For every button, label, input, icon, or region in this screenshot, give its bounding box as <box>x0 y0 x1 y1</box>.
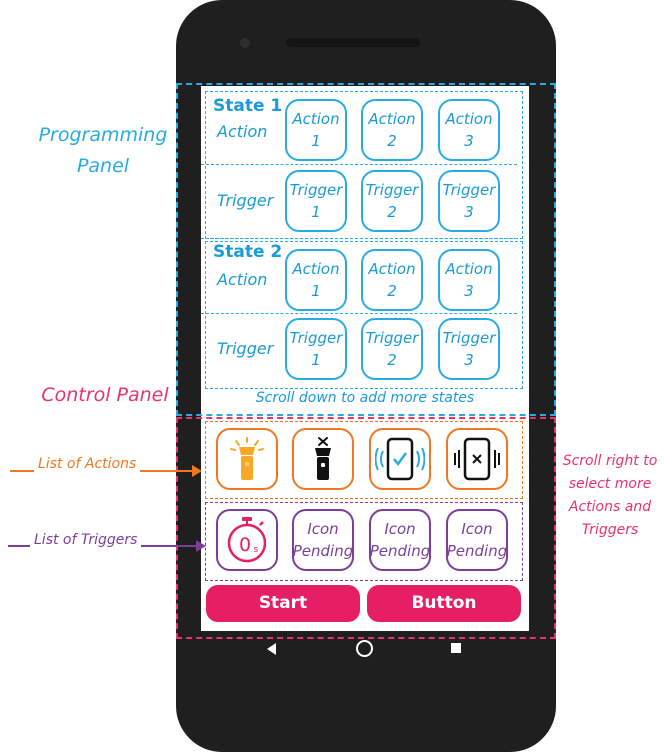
state-1-trigger-slot-3[interactable]: Trigger 3 <box>438 170 500 232</box>
slot-label: Action <box>292 260 340 278</box>
slot-label: Action <box>292 110 340 128</box>
row-divider <box>201 313 517 314</box>
state-1-trigger-slot-1[interactable]: Trigger 1 <box>285 170 347 232</box>
state-2-trigger-slot-3[interactable]: Trigger 3 <box>438 318 500 380</box>
pending-line-1: Icon <box>384 520 416 538</box>
slot-number: 2 <box>387 351 397 369</box>
app-screen: State 1 Action Trigger Action 1 Action 2 A… <box>201 86 529 631</box>
back-icon[interactable] <box>267 643 276 655</box>
slot-number: 1 <box>311 351 321 369</box>
camera-icon <box>240 38 250 48</box>
trigger-tile-pending-2[interactable]: Icon Pending <box>369 509 431 571</box>
slot-label: Trigger <box>365 329 419 347</box>
state-2-action-slot-2[interactable]: Action 2 <box>361 249 423 311</box>
slot-label: Action <box>445 110 493 128</box>
action-tile-flashlight-on[interactable] <box>216 428 278 490</box>
state-1-title: State 1 <box>213 96 283 116</box>
trigger-tile-stopwatch[interactable]: 0 s <box>216 509 278 571</box>
slot-number: 1 <box>311 132 321 150</box>
slot-label: Trigger <box>442 181 496 199</box>
slot-number: 2 <box>387 132 397 150</box>
slot-number: 2 <box>387 282 397 300</box>
slot-number: 3 <box>464 132 474 150</box>
row-divider <box>201 164 517 165</box>
state-2-trigger-slot-1[interactable]: Trigger 1 <box>285 318 347 380</box>
stopwatch-value: 0 <box>239 534 251 556</box>
android-navbar <box>201 631 529 669</box>
state-2-trigger-slot-2[interactable]: Trigger 2 <box>361 318 423 380</box>
state-1-action-slot-3[interactable]: Action 3 <box>438 99 500 161</box>
slot-label: Trigger <box>365 181 419 199</box>
trigger-tile-pending-3[interactable]: Icon Pending <box>446 509 508 571</box>
flashlight-off-icon <box>315 437 331 480</box>
pending-line-1: Icon <box>307 520 339 538</box>
slot-label: Trigger <box>442 329 496 347</box>
slot-number: 1 <box>311 282 321 300</box>
action-tile-vibrate-off[interactable] <box>446 428 508 490</box>
action-tile-vibrate-on[interactable] <box>369 428 431 490</box>
list-of-triggers-annotation: List of Triggers <box>30 530 142 550</box>
slot-label: Trigger <box>289 329 343 347</box>
state-2-action-slot-1[interactable]: Action 1 <box>285 249 347 311</box>
flashlight-on-icon <box>230 437 264 480</box>
second-button[interactable]: Button <box>367 585 521 622</box>
slot-number: 2 <box>387 203 397 221</box>
pending-line-1: Icon <box>461 520 493 538</box>
control-panel-annotation: Control Panel <box>41 384 169 406</box>
recents-icon[interactable] <box>451 643 461 653</box>
slot-label: Action <box>368 260 416 278</box>
pending-line-2: Pending <box>446 542 508 560</box>
state-2-trigger-label: Trigger <box>217 339 274 358</box>
vibrate-on-icon <box>375 437 425 481</box>
state-1-trigger-slot-2[interactable]: Trigger 2 <box>361 170 423 232</box>
slot-number: 3 <box>464 203 474 221</box>
state-divider <box>201 238 517 239</box>
stopwatch-icon: 0 s <box>227 517 267 563</box>
pending-line-2: Pending <box>292 542 354 560</box>
start-button[interactable]: Start <box>206 585 360 622</box>
state-1-trigger-label: Trigger <box>217 191 274 210</box>
stopwatch-unit: s <box>254 545 259 555</box>
slot-number: 1 <box>311 203 321 221</box>
slot-label: Action <box>368 110 416 128</box>
slot-number: 3 <box>464 351 474 369</box>
state-2-action-slot-3[interactable]: Action 3 <box>438 249 500 311</box>
state-2-title: State 2 <box>213 242 283 262</box>
slot-number: 3 <box>464 282 474 300</box>
vibrate-off-icon <box>454 437 500 481</box>
slot-label: Trigger <box>289 181 343 199</box>
list-of-actions-annotation: List of Actions <box>34 454 141 474</box>
scroll-right-annotation: Scroll right to select more Actions and … <box>562 453 658 538</box>
state-2-action-label: Action <box>217 270 268 289</box>
programming-panel-annotation: Programming Panel <box>38 124 168 177</box>
slot-label: Action <box>445 260 493 278</box>
scroll-down-hint: Scroll down to add more states <box>255 390 475 406</box>
state-1-action-slot-2[interactable]: Action 2 <box>361 99 423 161</box>
home-icon[interactable] <box>356 640 373 657</box>
state-1-action-slot-1[interactable]: Action 1 <box>285 99 347 161</box>
action-tile-flashlight-off[interactable] <box>292 428 354 490</box>
phone-speaker <box>286 38 420 47</box>
trigger-tile-pending-1[interactable]: Icon Pending <box>292 509 354 571</box>
pending-line-2: Pending <box>369 542 431 560</box>
state-1-action-label: Action <box>217 122 268 141</box>
